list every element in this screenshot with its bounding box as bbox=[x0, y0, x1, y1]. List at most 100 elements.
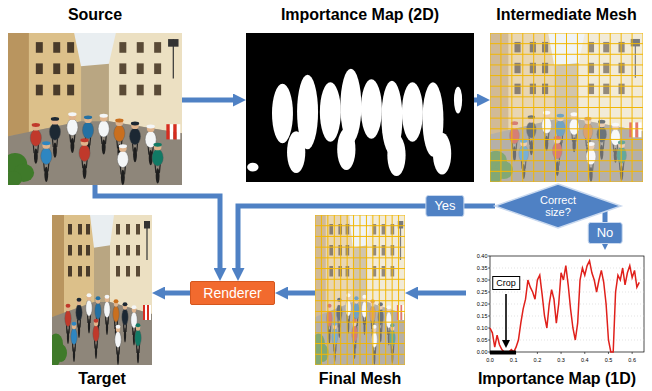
barrier bbox=[147, 305, 149, 320]
window bbox=[67, 85, 74, 96]
mesh-fade bbox=[490, 33, 643, 182]
helmet bbox=[136, 323, 141, 327]
window bbox=[78, 224, 82, 235]
window bbox=[154, 42, 161, 53]
barrier bbox=[173, 124, 176, 139]
panel-heading: Intermediate Mesh bbox=[496, 6, 636, 24]
mesh-line bbox=[490, 150, 643, 151]
cyclist bbox=[98, 114, 109, 155]
final-mesh-image bbox=[312, 215, 405, 367]
axis-tick-label: 0.40 bbox=[477, 253, 488, 260]
mesh-fade bbox=[315, 215, 405, 365]
importance-blob bbox=[361, 79, 382, 139]
cyclist bbox=[41, 141, 52, 182]
mesh-line bbox=[490, 64, 643, 65]
helmet bbox=[132, 305, 137, 309]
branch-label: Yes bbox=[434, 198, 455, 214]
importance-blob bbox=[287, 131, 305, 173]
importance-blob bbox=[433, 133, 451, 175]
jersey bbox=[93, 325, 99, 342]
decision-label: Correct size? bbox=[529, 194, 587, 218]
importance-blob bbox=[247, 163, 258, 172]
axis-tick-label: 0.25 bbox=[477, 289, 488, 296]
axis-tick-label: 0.05 bbox=[477, 337, 488, 344]
left-house-shade bbox=[8, 33, 29, 136]
helmet bbox=[147, 125, 155, 129]
importance-curve bbox=[490, 261, 639, 352]
barrier bbox=[143, 305, 145, 320]
branch-label: No bbox=[597, 225, 614, 241]
jersey bbox=[115, 331, 121, 348]
helmet bbox=[66, 304, 71, 308]
panel-heading: Final Mesh bbox=[319, 370, 402, 388]
image-node: Source bbox=[8, 0, 182, 185]
axis-tick-label: 0.0 bbox=[486, 357, 494, 364]
importance-blob bbox=[387, 134, 405, 176]
intermediate-mesh-image bbox=[485, 33, 643, 183]
branch-label: Yes bbox=[425, 195, 464, 217]
window bbox=[137, 63, 144, 74]
mesh-line bbox=[490, 160, 643, 161]
wheel bbox=[121, 170, 125, 185]
importance-blob bbox=[337, 128, 355, 170]
head bbox=[42, 142, 50, 149]
head bbox=[100, 115, 108, 122]
mesh-line bbox=[490, 54, 643, 55]
window bbox=[154, 63, 161, 74]
left-house bbox=[8, 33, 81, 136]
mesh-line bbox=[315, 225, 405, 226]
helmet bbox=[100, 114, 108, 118]
mesh-line bbox=[315, 236, 405, 237]
grid-line bbox=[490, 340, 644, 341]
mesh-line bbox=[490, 33, 643, 34]
window bbox=[36, 63, 43, 74]
window bbox=[53, 63, 60, 74]
jersey bbox=[71, 328, 77, 345]
callout-label: Crop bbox=[496, 278, 516, 288]
window bbox=[119, 63, 126, 74]
head bbox=[87, 294, 91, 301]
wheel bbox=[156, 168, 160, 183]
head bbox=[69, 113, 77, 120]
jersey bbox=[113, 306, 119, 323]
image-node: Intermediate Mesh bbox=[490, 0, 643, 182]
head bbox=[51, 118, 59, 125]
axis-tick-label: 0.25 bbox=[477, 289, 488, 296]
helmet bbox=[114, 299, 119, 303]
axis-tick-label: 0.00 bbox=[477, 349, 488, 356]
axis-tick bbox=[488, 256, 490, 257]
flow-arrow bbox=[284, 291, 315, 296]
window bbox=[136, 245, 140, 256]
axis-tick bbox=[488, 280, 490, 281]
helmet bbox=[105, 295, 110, 299]
flow-arrow bbox=[474, 98, 481, 103]
plant bbox=[5, 171, 22, 186]
head bbox=[81, 139, 89, 146]
head bbox=[136, 324, 140, 331]
mesh-line bbox=[490, 86, 643, 87]
jersey bbox=[135, 330, 141, 347]
mesh-line bbox=[315, 247, 405, 248]
cyclist bbox=[67, 112, 78, 153]
head bbox=[105, 296, 109, 303]
axis-tick-label: 0.0 bbox=[486, 357, 494, 364]
left-house-shade bbox=[52, 215, 64, 317]
mesh-line bbox=[315, 354, 405, 355]
street-depth bbox=[52, 215, 152, 365]
jersey bbox=[95, 303, 101, 320]
jersey bbox=[67, 119, 78, 136]
jersey bbox=[98, 120, 109, 137]
cyclist bbox=[30, 123, 41, 164]
mesh-line bbox=[315, 279, 405, 280]
window bbox=[68, 266, 72, 277]
axis-tick-label: 0.3 bbox=[557, 357, 565, 364]
crop-leader bbox=[505, 294, 507, 341]
helmet bbox=[51, 117, 59, 121]
head bbox=[77, 299, 81, 306]
window bbox=[36, 42, 43, 53]
helmet bbox=[80, 138, 88, 142]
head bbox=[147, 125, 155, 132]
jersey bbox=[152, 149, 163, 166]
window bbox=[86, 224, 90, 235]
right-house bbox=[110, 215, 152, 314]
